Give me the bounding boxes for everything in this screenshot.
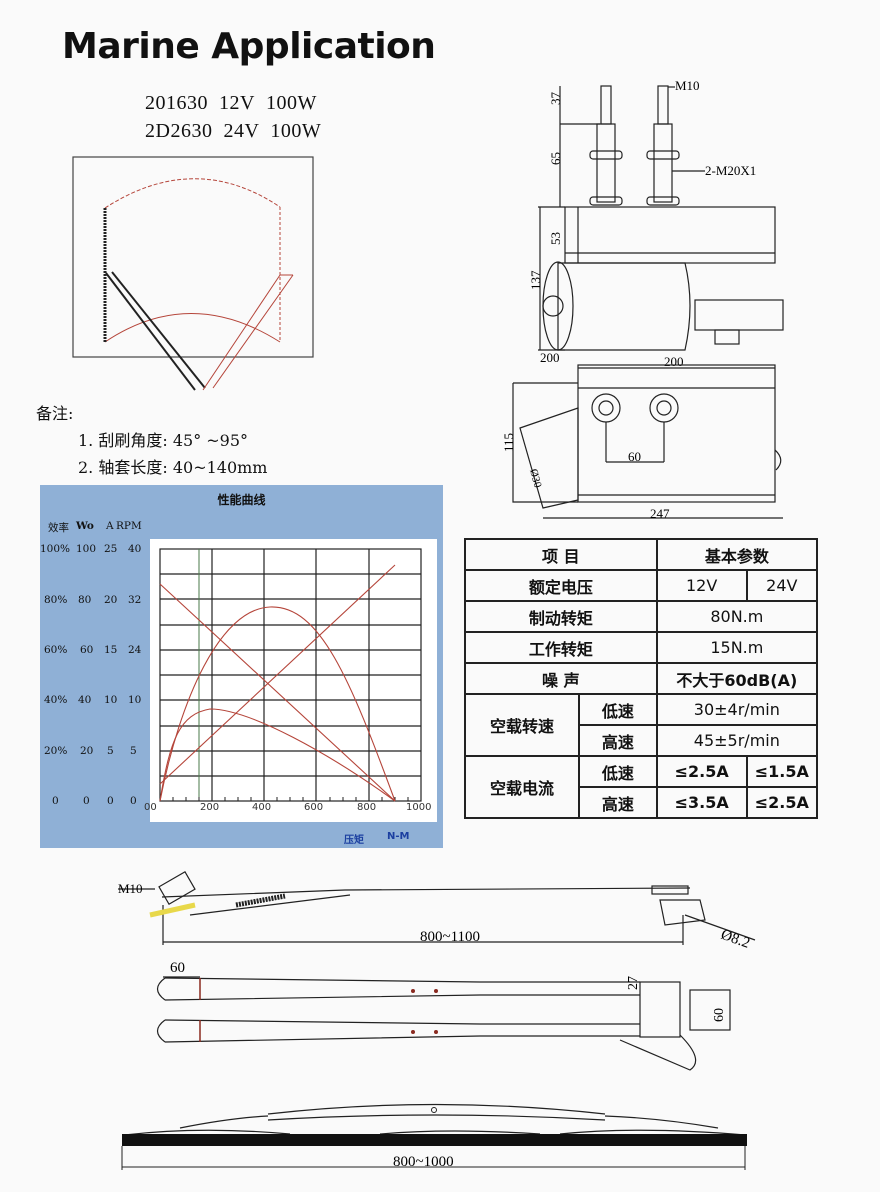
axis-header: 效率: [48, 522, 69, 534]
notes-block: 备注: 1. 刮刷角度: 45° ~95° 2. 轴套长度: 40~140mm: [36, 400, 267, 481]
svg-text:27: 27: [626, 976, 641, 990]
svg-text:137: 137: [528, 270, 543, 290]
svg-text:Ø30: Ø30: [527, 468, 544, 490]
svg-text:2-M20X1: 2-M20X1: [705, 163, 756, 178]
x-unit-label: 压矩: [344, 835, 364, 846]
x-tick: 00: [144, 802, 157, 813]
svg-text:200: 200: [540, 350, 560, 365]
x-tick: 600: [304, 802, 324, 813]
table-header-item: 项 目: [464, 538, 658, 571]
table-row: 空载电流 低速 ≤2.5A ≤1.5A: [464, 755, 819, 819]
model-voltage: 12V: [219, 92, 255, 114]
table-row: 高速 ≤3.5A ≤2.5A: [465, 786, 819, 819]
x-tick: 1000: [406, 802, 432, 813]
model-line-2: 2D2630 24V 100W: [145, 120, 321, 143]
svg-text:60: 60: [712, 1008, 727, 1022]
thread-label: M10: [675, 78, 700, 93]
notes-heading: 备注:: [36, 404, 74, 423]
blade-length-label: 800~1000: [393, 1154, 454, 1170]
axis-header: Wo: [76, 520, 94, 532]
chart-title: 性能曲线: [217, 493, 266, 507]
performance-chart-panel: 性能曲线 效率 Wo A RPM 100% 100 25 40 80% 80 2…: [40, 485, 443, 848]
note-item: 1. 刮刷角度: 45° ~95°: [78, 431, 249, 450]
table-row: 制动转矩 80N.m: [464, 600, 819, 633]
x-tick: 800: [357, 802, 377, 813]
model-voltage: 24V: [223, 120, 260, 142]
model-code: 201630: [145, 92, 208, 114]
arm-thread-label: M10: [118, 881, 143, 896]
table-header-value: 基本参数: [655, 538, 819, 571]
x-unit: N-M: [387, 831, 410, 842]
svg-text:60: 60: [628, 449, 641, 464]
spec-table: 项 目 基本参数 额定电压 12V 24V 制动转矩 80N.m 工作转矩 15…: [464, 538, 819, 819]
svg-text:53: 53: [548, 232, 563, 245]
table-row: 高速 45±5r/min: [465, 724, 819, 757]
svg-text:247: 247: [650, 506, 670, 521]
performance-curves: [159, 548, 422, 802]
note-item: 2. 轴套长度: 40~140mm: [78, 458, 268, 477]
model-power: 100W: [265, 92, 317, 114]
x-tick: 400: [252, 802, 272, 813]
model-power: 100W: [270, 120, 322, 142]
svg-text:60: 60: [170, 960, 185, 976]
svg-text:65: 65: [548, 152, 563, 165]
svg-text:37: 37: [548, 92, 563, 106]
model-line-1: 201630 12V 100W: [145, 92, 317, 115]
x-tick: 200: [200, 802, 220, 813]
table-row: 额定电压 12V 24V: [464, 569, 819, 602]
table-row: 工作转矩 15N.m: [464, 631, 819, 664]
axis-header: RPM: [116, 520, 142, 532]
chart-plot-area: 00 200 400 600 800 1000: [144, 539, 437, 822]
table-row: 噪 声 不大于60dB(A): [464, 662, 819, 695]
svg-text:115: 115: [501, 433, 516, 452]
table-row: 项 目 基本参数: [464, 538, 819, 571]
model-code: 2D2630: [145, 120, 213, 142]
table-row: 空载转速 低速 30±4r/min: [464, 693, 819, 757]
arm-length-label: 800~1100: [420, 929, 480, 945]
page-title: Marine Application: [62, 26, 436, 67]
axis-header: A: [106, 520, 114, 532]
